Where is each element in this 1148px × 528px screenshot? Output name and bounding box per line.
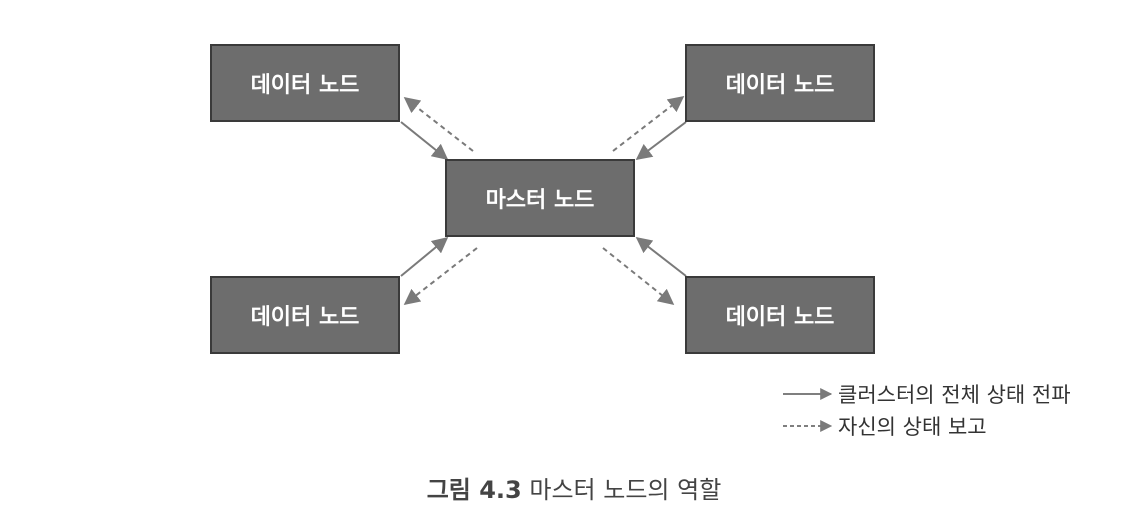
dashed-arrow-legend-icon (783, 420, 833, 432)
master-node-label: 마스터 노드 (485, 188, 595, 213)
solid-arrow-top-left (400, 121, 449, 161)
solid-arrow-bottom-right (635, 237, 687, 277)
master-node: 마스터 노드 (445, 159, 635, 237)
data-node-label: 데이터 노드 (250, 73, 360, 98)
dashed-arrow-bottom-left (403, 247, 478, 305)
legend-dashed-row: 자신의 상태 보고 (782, 413, 987, 439)
data-node-label: 데이터 노드 (250, 305, 360, 330)
solid-arrow-legend-icon (783, 388, 833, 400)
figure-title: 마스터 노드의 역할 (529, 476, 722, 504)
dashed-arrow-bottom-right (602, 247, 675, 305)
data-node-bottom-right: 데이터 노드 (685, 276, 875, 354)
legend-solid-row: 클러스터의 전체 상태 전파 (782, 381, 1071, 407)
data-node-top-left: 데이터 노드 (210, 44, 400, 122)
dashed-arrow-top-left (403, 97, 474, 152)
dashed-arrow-top-right (612, 96, 685, 152)
legend-dashed-label: 자신의 상태 보고 (838, 415, 987, 439)
data-node-top-right: 데이터 노드 (685, 44, 875, 122)
legend-solid-label: 클러스터의 전체 상태 전파 (838, 383, 1071, 407)
data-node-label: 데이터 노드 (725, 73, 835, 98)
solid-arrow-top-right (635, 121, 687, 160)
solid-arrow-bottom-left (400, 236, 449, 277)
data-node-bottom-left: 데이터 노드 (210, 276, 400, 354)
figure-caption: 그림 4.3 마스터 노드의 역할 (0, 470, 1148, 505)
figure-number: 그림 4.3 (426, 476, 522, 504)
data-node-label: 데이터 노드 (725, 305, 835, 330)
